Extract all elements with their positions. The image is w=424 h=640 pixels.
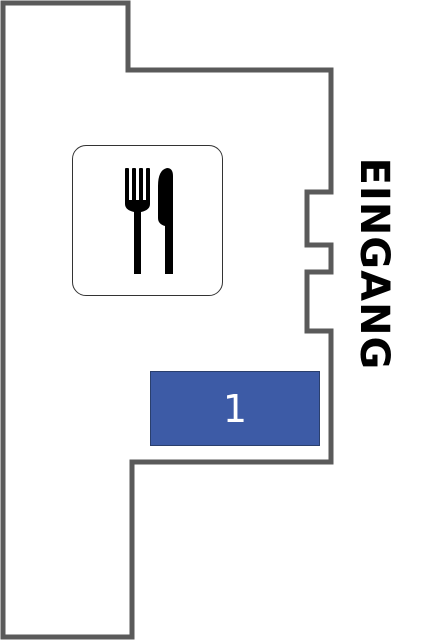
building-wall (0, 0, 334, 640)
table-1[interactable]: 1 (150, 371, 320, 446)
table-number-label: 1 (222, 386, 248, 431)
fork-and-knife-icon (125, 168, 173, 274)
restaurant-tile[interactable] (72, 145, 223, 296)
entrance-label: EINGANG (351, 157, 397, 371)
